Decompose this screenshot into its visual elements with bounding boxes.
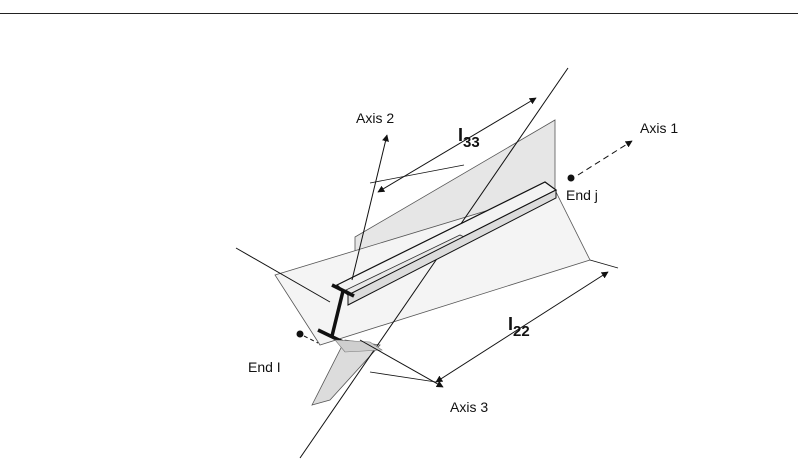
- end-i-label: End I: [248, 359, 281, 375]
- i33-label: I33: [458, 125, 480, 151]
- axis-1-line: [578, 141, 632, 175]
- i33-sub: 33: [463, 134, 480, 151]
- end-j-label: End j: [566, 187, 598, 203]
- axis-1-label: Axis 1: [640, 120, 678, 136]
- axis-2-label: Axis 2: [356, 110, 394, 126]
- axis-3-line: [360, 340, 443, 387]
- i22-sub: 22: [513, 323, 530, 340]
- end-i-node: [297, 331, 304, 338]
- i22-label: I22: [508, 314, 530, 340]
- i22-ext-1: [590, 260, 618, 268]
- axis-3-label: Axis 3: [450, 399, 488, 415]
- i33-ext-1: [370, 165, 464, 183]
- end-j-node: [568, 175, 575, 182]
